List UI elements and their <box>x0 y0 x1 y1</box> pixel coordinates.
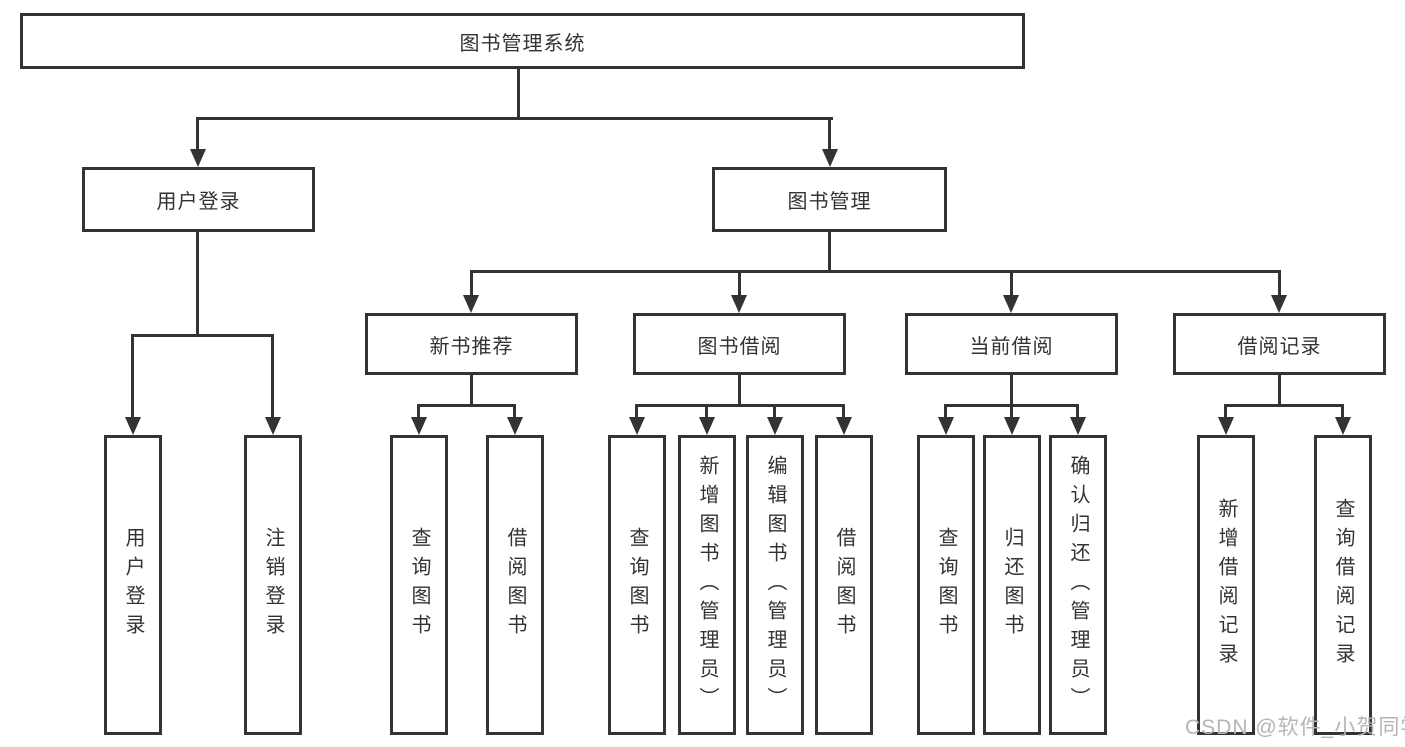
connector-line <box>1010 404 1013 420</box>
connector-line <box>470 270 473 298</box>
connector-line <box>738 375 741 406</box>
connector-line <box>1278 270 1281 298</box>
node-label: 确认归还（管理员） <box>1067 454 1089 716</box>
node-new-book-recommend: 新书推荐 <box>365 313 578 375</box>
node-label: 图书借阅 <box>697 335 782 358</box>
node-query-books-current: 查询图书 <box>917 435 975 735</box>
connector-line <box>196 117 199 152</box>
node-borrow-books-recommend: 借阅图书 <box>486 435 544 735</box>
arrowhead-down-icon <box>1003 295 1019 313</box>
connector-line <box>1278 375 1281 406</box>
connector-line <box>773 404 776 420</box>
node-add-book-admin: 新增图书（管理员） <box>678 435 736 735</box>
node-label: 新增图书（管理员） <box>696 454 718 716</box>
node-library-management-system: 图书管理系统 <box>20 13 1025 69</box>
node-book-management-module: 图书管理 <box>712 167 947 232</box>
arrowhead-down-icon <box>1335 417 1351 435</box>
connector-line <box>417 404 420 420</box>
connector-line <box>1010 375 1013 406</box>
connector-line <box>828 232 831 272</box>
arrowhead-down-icon <box>125 417 141 435</box>
node-logout-action: 注销登录 <box>244 435 302 735</box>
node-current-borrow: 当前借阅 <box>905 313 1118 375</box>
node-label: 注销登录 <box>262 527 284 643</box>
node-label: 当前借阅 <box>969 335 1054 358</box>
node-label: 图书管理系统 <box>459 32 586 55</box>
node-add-borrow-record: 新增借阅记录 <box>1197 435 1255 735</box>
node-label: 借阅图书 <box>504 527 526 643</box>
arrowhead-down-icon <box>507 417 523 435</box>
node-borrow-books-action: 借阅图书 <box>815 435 873 735</box>
node-label: 编辑图书（管理员） <box>764 454 786 716</box>
node-label: 新增借阅记录 <box>1215 498 1237 672</box>
node-book-borrow: 图书借阅 <box>633 313 846 375</box>
arrowhead-down-icon <box>411 417 427 435</box>
arrowhead-down-icon <box>1004 417 1020 435</box>
arrowhead-down-icon <box>1218 417 1234 435</box>
connector-line <box>196 117 833 120</box>
connector-line <box>513 404 516 420</box>
arrowhead-down-icon <box>1271 295 1287 313</box>
csdn-watermark: CSDN @软件_小贺同学 <box>1185 716 1405 739</box>
arrowhead-down-icon <box>190 149 206 167</box>
node-query-books-recommend: 查询图书 <box>390 435 448 735</box>
node-label: 查询借阅记录 <box>1332 498 1354 672</box>
arrowhead-down-icon <box>699 417 715 435</box>
connector-line <box>635 404 638 420</box>
connector-line <box>131 334 134 420</box>
node-borrow-records: 借阅记录 <box>1173 313 1386 375</box>
connector-line <box>470 375 473 406</box>
connector-line <box>738 270 741 298</box>
node-edit-book-admin: 编辑图书（管理员） <box>746 435 804 735</box>
connector-line <box>131 334 274 337</box>
node-label: 归还图书 <box>1001 527 1023 643</box>
node-label: 查询图书 <box>935 527 957 643</box>
arrowhead-down-icon <box>731 295 747 313</box>
connector-line <box>635 404 845 407</box>
arrowhead-down-icon <box>822 149 838 167</box>
arrowhead-down-icon <box>463 295 479 313</box>
connector-line <box>1224 404 1344 407</box>
connector-line <box>517 69 520 119</box>
node-user-login-action: 用户登录 <box>104 435 162 735</box>
node-label: 图书管理 <box>787 191 872 213</box>
arrowhead-down-icon <box>265 417 281 435</box>
connector-line <box>271 334 274 420</box>
node-query-books-borrow: 查询图书 <box>608 435 666 735</box>
connector-line <box>944 404 947 420</box>
node-label: 借阅记录 <box>1237 335 1322 358</box>
node-label: 用户登录 <box>122 527 144 643</box>
arrowhead-down-icon <box>629 417 645 435</box>
connector-line <box>1076 404 1079 420</box>
connector-line <box>196 232 199 336</box>
node-label: 查询图书 <box>408 527 430 643</box>
connector-line <box>705 404 708 420</box>
arrowhead-down-icon <box>938 417 954 435</box>
arrowhead-down-icon <box>836 417 852 435</box>
connector-line <box>842 404 845 420</box>
node-label: 查询图书 <box>626 527 648 643</box>
node-user-login-module: 用户登录 <box>82 167 315 232</box>
connector-line <box>1341 404 1344 420</box>
node-label: 借阅图书 <box>833 527 855 643</box>
connector-line <box>470 270 1281 273</box>
arrowhead-down-icon <box>767 417 783 435</box>
node-confirm-return-admin: 确认归还（管理员） <box>1049 435 1107 735</box>
node-label: 用户登录 <box>156 191 241 213</box>
connector-line <box>1224 404 1227 420</box>
arrowhead-down-icon <box>1070 417 1086 435</box>
node-query-borrow-record: 查询借阅记录 <box>1314 435 1372 735</box>
connector-line <box>828 117 831 152</box>
node-label: 新书推荐 <box>429 335 514 358</box>
connector-line <box>417 404 516 407</box>
connector-line <box>1010 270 1013 298</box>
node-return-book: 归还图书 <box>983 435 1041 735</box>
